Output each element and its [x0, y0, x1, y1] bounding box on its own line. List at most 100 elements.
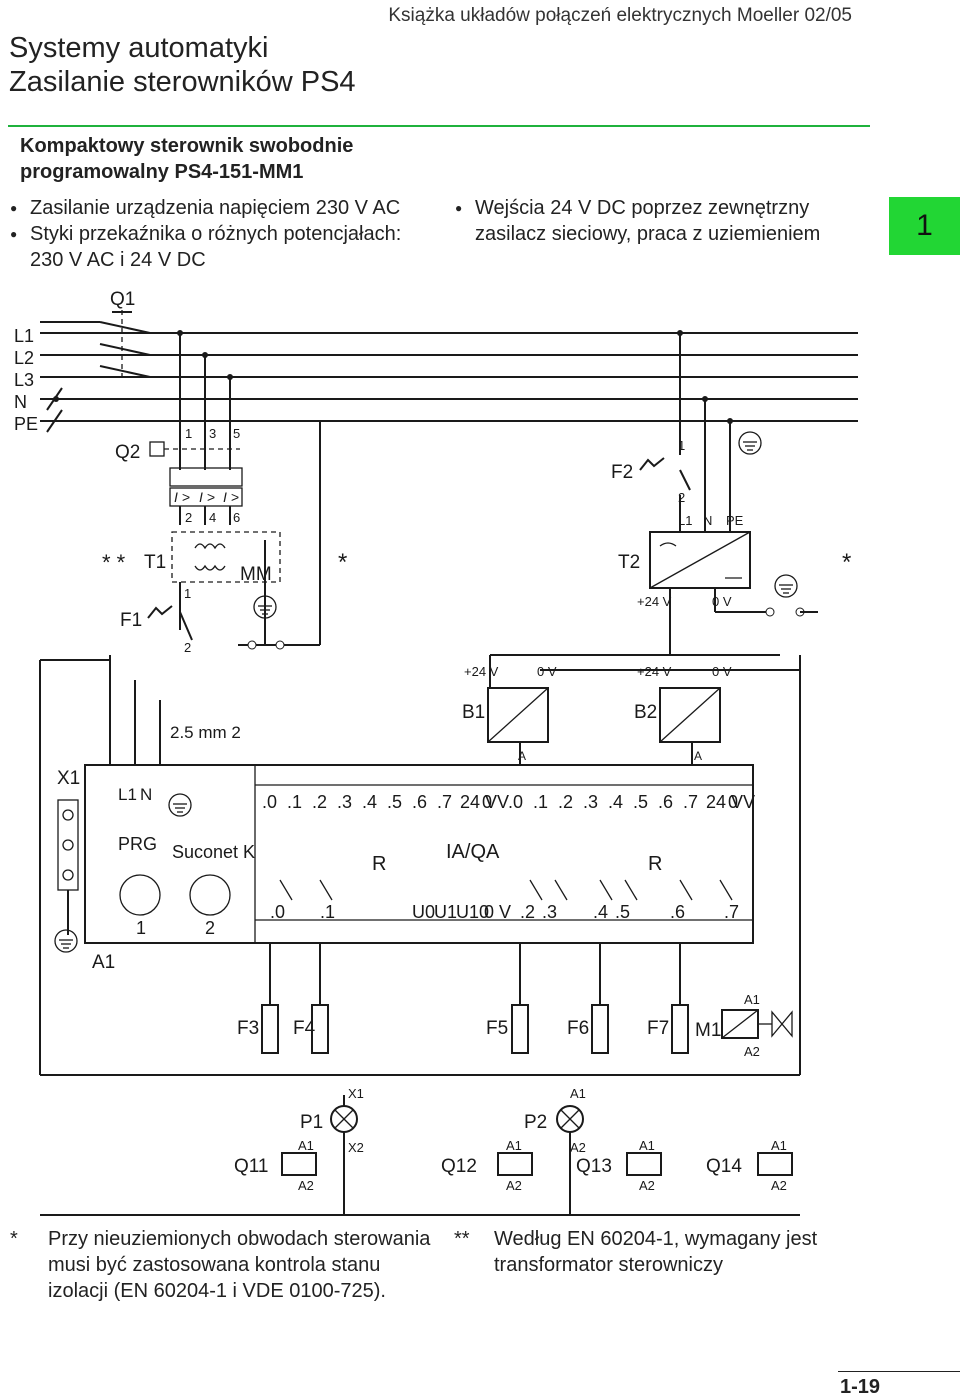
output-wiring — [39, 659, 800, 1076]
breaker-q2 — [149, 330, 243, 525]
terminal-number: 1 — [678, 438, 685, 453]
label-fuse: F3 — [237, 1018, 259, 1039]
lamp-x2: X2 — [348, 1140, 364, 1155]
bus-label: L1 — [14, 326, 34, 346]
port-number: 2 — [205, 918, 215, 938]
terminal-l1: L1 — [678, 513, 692, 528]
input-24v: 24 V — [706, 792, 743, 812]
coil-a2: A2 — [771, 1178, 787, 1193]
output-terminal: .7 — [724, 902, 739, 922]
terminal-u10: U10 — [456, 902, 489, 922]
plc-a1 — [57, 655, 754, 944]
footnote-mark: * — [10, 1228, 18, 1250]
output-terminal: .6 — [670, 902, 685, 922]
output-terminal: .4 — [593, 902, 608, 922]
solenoid-valve-m1 — [721, 1009, 793, 1039]
page-title: Systemy automatyki — [9, 32, 269, 64]
label-x1: X1 — [57, 768, 80, 789]
page-number: 1-19 — [840, 1376, 881, 1398]
label-relay: Q12 — [441, 1156, 477, 1177]
label-fuse: F4 — [293, 1018, 316, 1039]
lamp-x1: X1 — [348, 1086, 364, 1101]
breaker-f1 — [147, 605, 193, 641]
lamp-p2 — [556, 1105, 584, 1215]
wire-cross-section: 2.5 mm 2 — [170, 723, 241, 742]
section-tab[interactable]: 1 — [889, 197, 960, 255]
relay-group-r: R — [372, 853, 386, 875]
footnote-mark: ** — [454, 1228, 470, 1250]
input-terminal: .3 — [583, 792, 598, 812]
page-subtitle: Zasilanie sterowników PS4 — [9, 66, 356, 98]
transformer-t1 — [171, 531, 281, 645]
input-terminal: .5 — [633, 792, 648, 812]
relay-coils — [40, 1152, 800, 1216]
label-m1: M1 — [695, 1020, 721, 1041]
label-fuse: F7 — [647, 1018, 669, 1039]
input-terminal: .4 — [608, 792, 623, 812]
ground-icon — [168, 793, 192, 817]
port-suconet: Suconet K — [172, 842, 255, 862]
book-reference: Książka układów połączeń elektrycznych M… — [388, 5, 852, 26]
terminal-u0: U0 — [412, 902, 435, 922]
port-number: 1 — [136, 918, 146, 938]
terminal-number: 4 — [209, 510, 216, 525]
input-terminal: .7 — [437, 792, 452, 812]
input-terminal: .3 — [337, 792, 352, 812]
input-terminal: .0 — [262, 792, 277, 812]
label-relay: Q14 — [706, 1156, 742, 1177]
double-star-mark: * * — [102, 550, 126, 575]
input-0v: 0 V — [482, 792, 509, 812]
input-terminal: .4 — [362, 792, 377, 812]
input-terminal: .2 — [312, 792, 327, 812]
coil-a1: A1 — [639, 1138, 655, 1153]
switch-q1 — [40, 310, 151, 380]
terminal-0v: 0 V — [484, 902, 511, 922]
label-fuse: F5 — [486, 1018, 508, 1039]
star-mark: * — [338, 549, 347, 576]
terminal-number: 2 — [185, 510, 192, 525]
terminal-number: 6 — [233, 510, 240, 525]
lamp-a1: A1 — [570, 1086, 586, 1101]
terminal-number: 5 — [233, 426, 240, 441]
relay-group-r: R — [648, 853, 662, 875]
output-0v: 0 V — [712, 594, 732, 609]
output-terminal: .2 — [520, 902, 535, 922]
terminal-number: 2 — [678, 490, 685, 505]
terminal-n: N — [140, 785, 152, 804]
output-terminal: .0 — [270, 902, 285, 922]
label-iaqa: IA/QA — [446, 841, 500, 863]
input-terminal: .1 — [533, 792, 548, 812]
label-fuse: F6 — [567, 1018, 589, 1039]
ground-icon — [54, 929, 78, 953]
label-f1: F1 — [120, 610, 142, 631]
ground-icon — [738, 431, 762, 455]
bus-label: L2 — [14, 348, 34, 368]
input-terminal: .7 — [683, 792, 698, 812]
sensor-b1 — [487, 655, 549, 765]
coil-a2: A2 — [506, 1178, 522, 1193]
terminal-number: 1 — [184, 586, 191, 601]
input-plus24: +24 V — [464, 664, 499, 679]
coil-a1: A1 — [506, 1138, 522, 1153]
input-0v: 0 V — [537, 664, 557, 679]
input-terminal: .5 — [387, 792, 402, 812]
terminal-pe: PE — [726, 513, 744, 528]
header-divider — [8, 125, 870, 127]
ground-icon — [774, 574, 798, 598]
output-terminal: .3 — [542, 902, 557, 922]
label-b1: B1 — [462, 702, 485, 723]
label-relay: Q11 — [234, 1156, 269, 1177]
coil-a1: A1 — [298, 1138, 314, 1153]
lamp-a2: A2 — [570, 1140, 586, 1155]
terminal-number: 3 — [209, 426, 216, 441]
input-24v: 24 V — [460, 792, 497, 812]
coil-a2: A2 — [298, 1178, 314, 1193]
coil-a1: A1 — [744, 992, 760, 1007]
input-terminal: .6 — [658, 792, 673, 812]
coil-a2: A2 — [639, 1178, 655, 1193]
input-terminal: .0 — [508, 792, 523, 812]
bullet-item: Styki przekaźnika o różnych potencjałach… — [8, 221, 428, 273]
input-0v: 0 V — [712, 664, 732, 679]
output-terminal: .1 — [320, 902, 335, 922]
power-supply-t2 — [649, 531, 818, 655]
